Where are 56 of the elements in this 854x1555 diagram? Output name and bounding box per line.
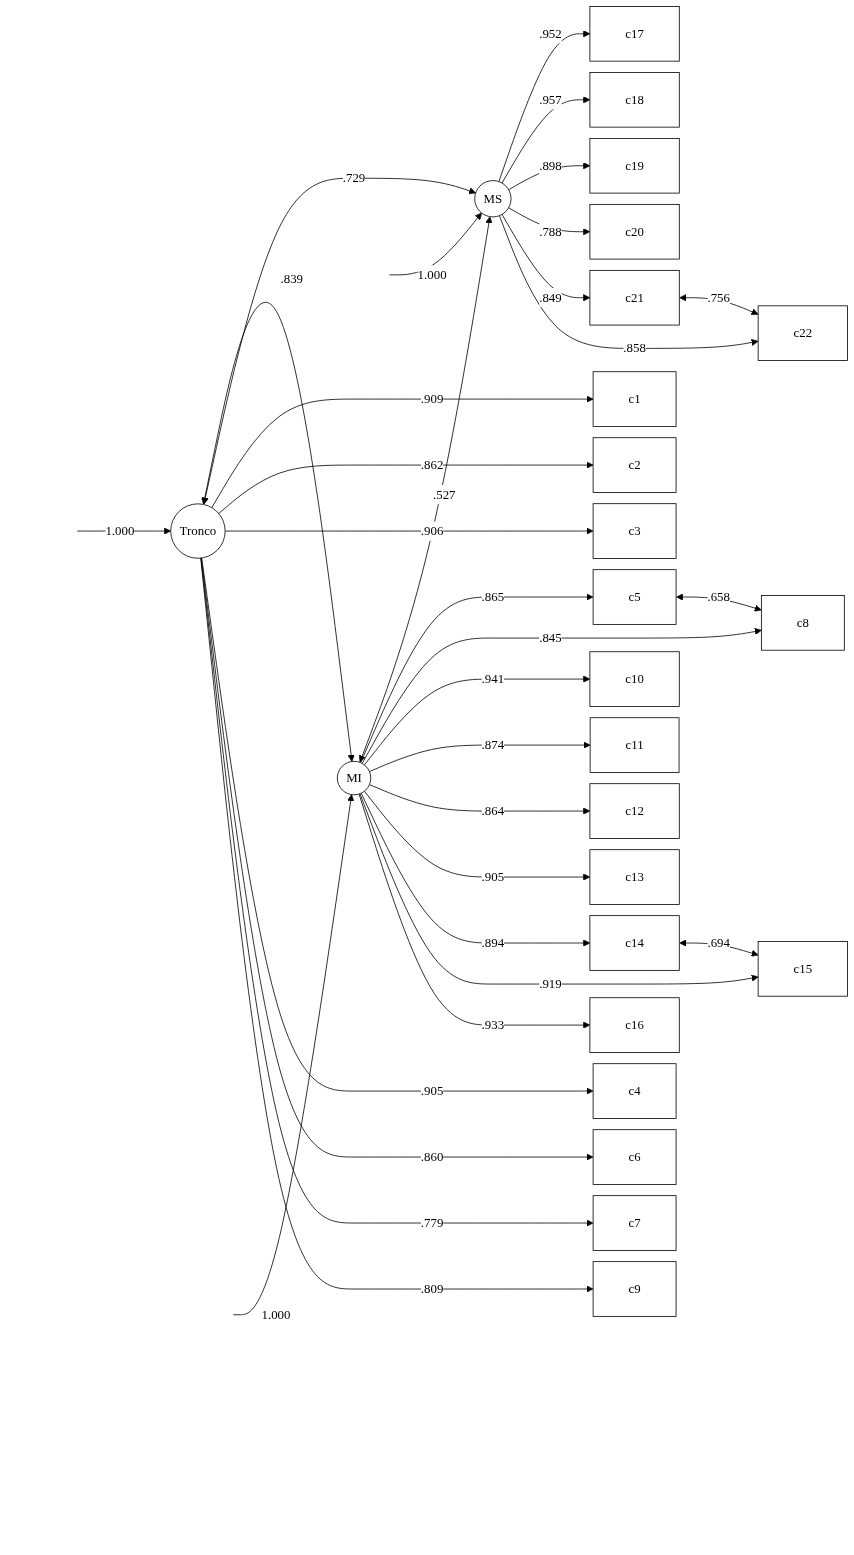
node-box: c3 (592, 503, 677, 559)
edge-label: .898 (539, 158, 562, 173)
edge-label: .906 (420, 523, 444, 538)
node-box: c10 (589, 651, 680, 707)
node-box: c8 (760, 595, 845, 651)
node-box: c12 (589, 783, 680, 839)
node-box: c13 (589, 849, 680, 905)
node-box: c11 (589, 717, 680, 773)
node-box: c14 (589, 915, 680, 971)
node-box: c5 (592, 569, 677, 625)
node-box: c22 (757, 305, 848, 361)
edge-label: .905 (481, 869, 505, 884)
edge-label: .957 (539, 92, 562, 107)
edge-label: .658 (707, 589, 730, 604)
edge-label: .860 (420, 1149, 444, 1164)
edge-label: .779 (420, 1215, 444, 1230)
edge-label: .919 (539, 976, 562, 991)
node-circle: MI (336, 760, 372, 796)
edge-label: .839 (280, 271, 303, 286)
node-box: c9 (592, 1261, 677, 1317)
node-box: c17 (589, 6, 680, 62)
edge-label: .865 (481, 589, 505, 604)
edge-label: .952 (539, 26, 562, 41)
edge-label: .905 (420, 1083, 444, 1098)
edge-label: .864 (481, 803, 505, 818)
edge-label: 1.000 (261, 1307, 291, 1322)
edge-label: .862 (420, 457, 444, 472)
node-box: c4 (592, 1063, 677, 1119)
edge-label: .694 (707, 935, 730, 950)
edge-label: .849 (539, 290, 562, 305)
node-box: c18 (589, 72, 680, 128)
edge-label: .941 (481, 671, 505, 686)
edge-label: .527 (433, 487, 456, 502)
node-box: c15 (757, 941, 848, 997)
node-box: c21 (589, 269, 680, 326)
edge-label: .845 (539, 630, 562, 645)
node-circle: MS (474, 180, 512, 218)
edge-label: .809 (420, 1281, 444, 1296)
edge-label: .933 (481, 1017, 505, 1032)
node-box: c6 (592, 1129, 677, 1185)
edge-label: .729 (342, 170, 366, 185)
node-box: c2 (592, 437, 677, 493)
edge-label: .788 (539, 224, 562, 239)
node-circle: Tronco (170, 503, 226, 559)
edge-label: 1.000 (105, 523, 135, 538)
node-box: c16 (589, 997, 680, 1053)
edge-label: .756 (707, 290, 730, 305)
edge-label: .909 (420, 391, 444, 406)
edge-label: .858 (623, 341, 646, 355)
edge-label: 1.000 (417, 267, 447, 282)
node-box: c7 (592, 1195, 677, 1251)
node-box: c19 (589, 138, 680, 194)
edge-label: .874 (481, 737, 505, 752)
node-box: c1 (592, 371, 677, 427)
edge-label: .894 (481, 935, 505, 950)
node-box: c20 (589, 203, 680, 260)
